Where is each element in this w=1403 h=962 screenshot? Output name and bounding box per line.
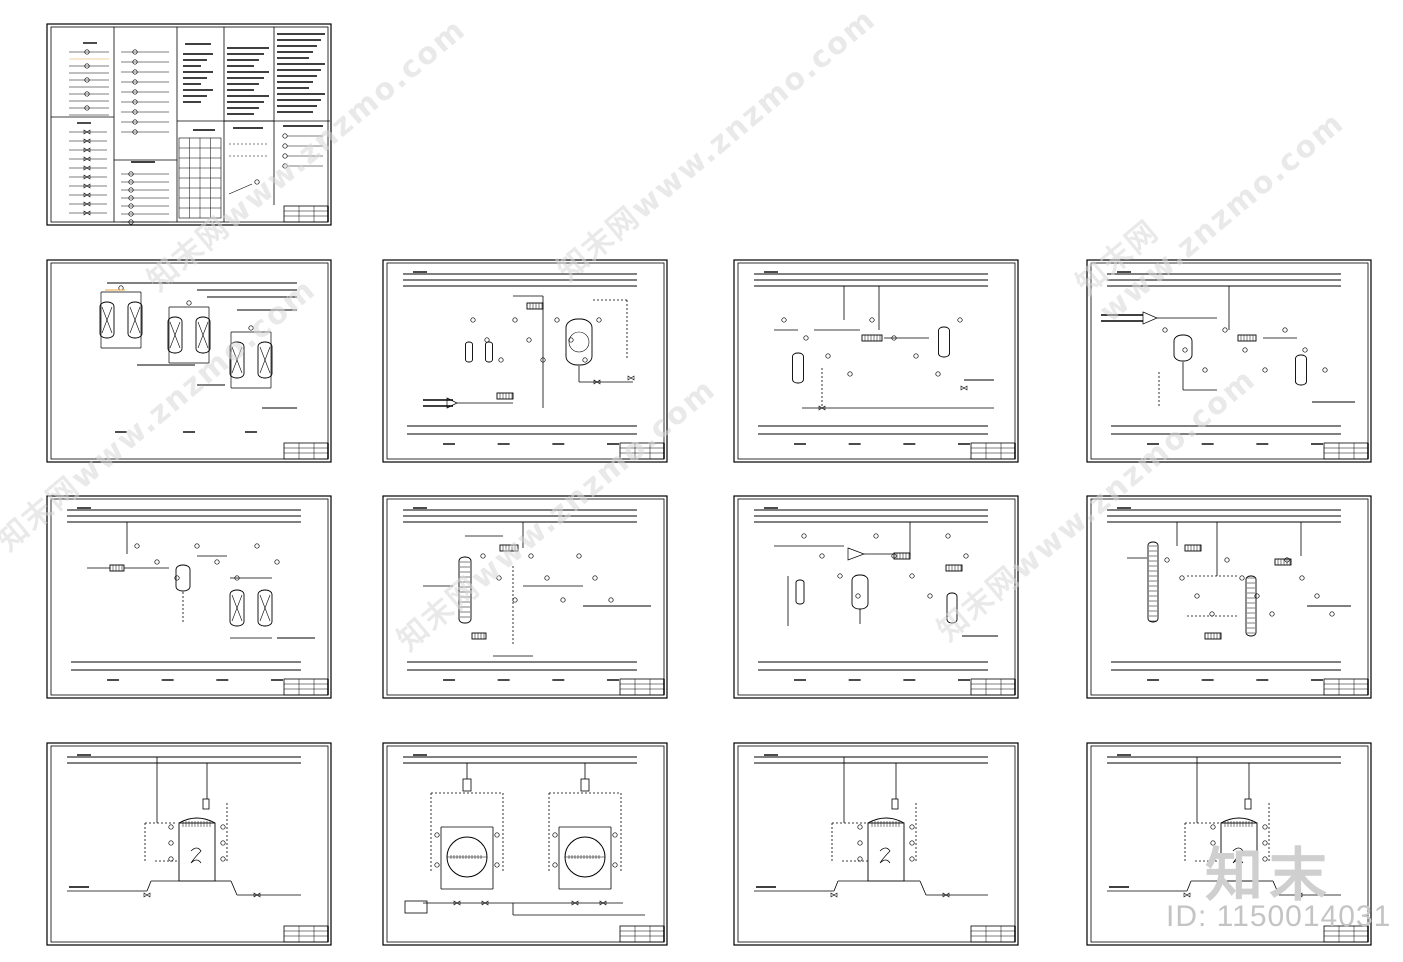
znzmo-logo-text: 知末 xyxy=(1205,843,1334,908)
drawing-sheet-1 xyxy=(46,259,332,463)
drawing-sheet-2 xyxy=(382,259,668,463)
drawing-sheet-3 xyxy=(733,259,1019,463)
drawing-sheet-5 xyxy=(46,495,332,699)
drawing-sheets xyxy=(46,23,1372,946)
drawing-sheet-10 xyxy=(382,742,668,946)
drawing-sheet-8 xyxy=(1086,495,1372,699)
drawing-sheet-0 xyxy=(46,23,332,226)
drawing-id-label: ID: 1150014031 xyxy=(1166,900,1392,933)
drawing-sheet-7 xyxy=(733,495,1019,699)
drawing-sheet-12 xyxy=(1086,742,1372,946)
drawing-sheet-11 xyxy=(733,742,1019,946)
drawing-sheet-4 xyxy=(1086,259,1372,463)
drawing-sheet-9 xyxy=(46,742,332,946)
drawing-sheet-6 xyxy=(382,495,668,699)
